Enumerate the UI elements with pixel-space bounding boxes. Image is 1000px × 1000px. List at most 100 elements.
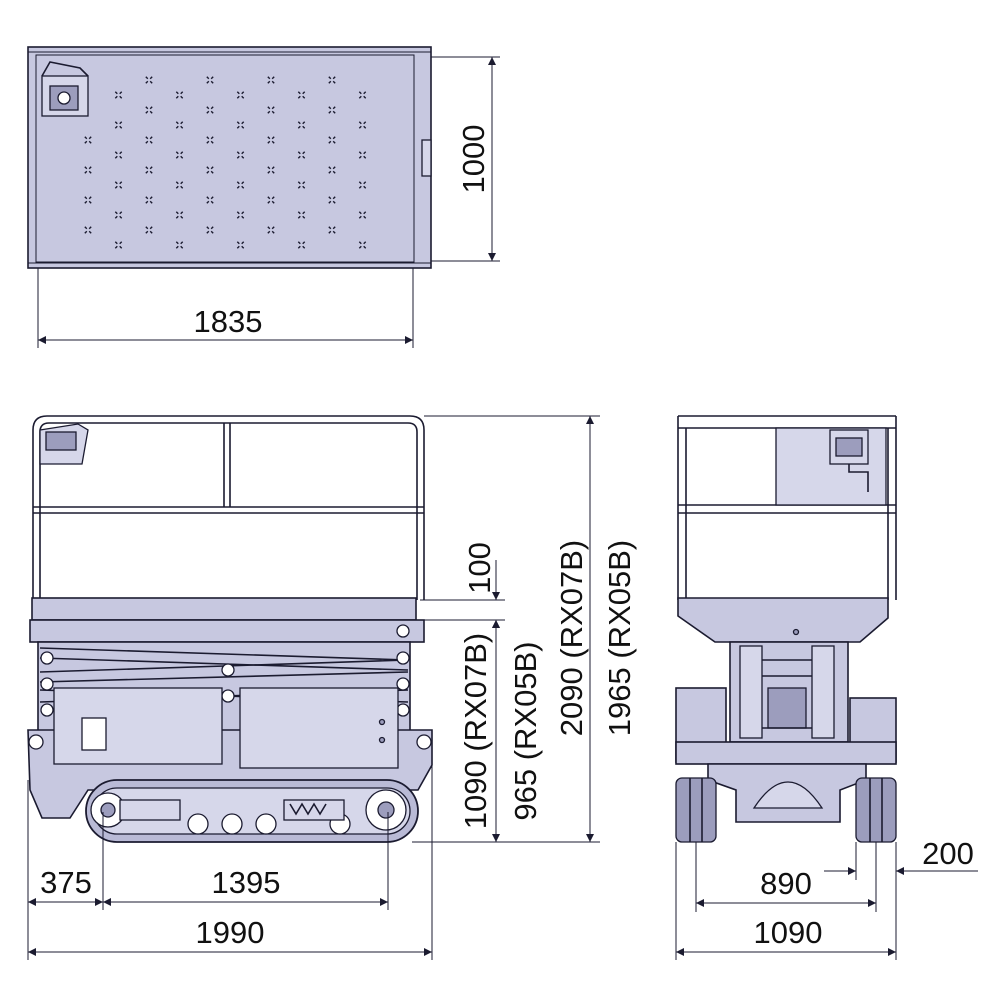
dim-platform-height: 1090 (RX07B) 965 (RX05B)	[412, 620, 543, 843]
end-view	[675, 415, 897, 843]
end-track-left	[675, 777, 717, 843]
dim-label-1835: 1835	[194, 304, 263, 339]
side-guardrail	[32, 415, 425, 600]
perforation-mark	[175, 241, 184, 249]
perforation-mark	[145, 76, 153, 84]
perforation-mark	[206, 106, 214, 114]
side-view	[27, 415, 433, 843]
perforation-mark	[175, 121, 184, 129]
perforation-mark	[328, 166, 336, 174]
top-view	[27, 46, 432, 269]
dim-label-100: 100	[462, 542, 497, 594]
perforation-mark	[145, 226, 153, 234]
crawler-track	[85, 779, 419, 843]
chassis	[27, 687, 433, 819]
perforation-mark	[175, 151, 184, 159]
end-chassis	[675, 687, 897, 823]
perforation-mark	[328, 76, 336, 84]
perforation-mark	[236, 241, 245, 249]
dim-label-890: 890	[760, 866, 812, 901]
perforation-mark	[84, 226, 92, 234]
perforation-mark	[114, 91, 123, 99]
end-track-right	[855, 777, 897, 843]
perforation-mark	[267, 76, 275, 84]
pin-icon	[396, 624, 410, 638]
perforation-mark	[114, 211, 123, 219]
dim-label-200: 200	[922, 836, 974, 871]
perforation-mark	[358, 211, 367, 219]
dim-overall-height: 2090 (RX07B) 1965 (RX05B)	[424, 415, 637, 843]
dim-label-1000: 1000	[456, 125, 491, 194]
perforation-mark	[297, 151, 306, 159]
perforation-mark	[175, 91, 184, 99]
perforation-mark	[358, 91, 367, 99]
perforation-mark	[206, 136, 214, 144]
perforation-mark	[206, 226, 214, 234]
control-box-top	[41, 61, 89, 117]
dim-label-375: 375	[40, 865, 92, 900]
dim-guardrail-100: 100	[420, 542, 505, 660]
perforation-mark	[236, 211, 245, 219]
dim-label-965-rx05b: 965 (RX05B)	[508, 641, 543, 820]
dim-overall-width-1090: 1090	[675, 842, 897, 960]
perforation-mark	[114, 241, 123, 249]
perforation-mark	[145, 106, 153, 114]
perforation-mark	[297, 181, 306, 189]
perforation-mark	[297, 121, 306, 129]
end-guardrail	[677, 415, 897, 600]
perforation-mark	[175, 211, 184, 219]
perforation-mark	[84, 196, 92, 204]
perforation-mark	[236, 181, 245, 189]
perforation-mark	[236, 91, 245, 99]
dim-depth-1000: 1000	[431, 56, 500, 262]
perforation-mark	[206, 76, 214, 84]
perforation-mark	[84, 166, 92, 174]
perforation-mark	[114, 181, 123, 189]
side-deck	[31, 597, 417, 621]
dim-width-1835: 1835	[37, 268, 414, 348]
perforation-mark	[145, 196, 153, 204]
perforation-mark	[114, 121, 123, 129]
perforation-mark	[84, 136, 92, 144]
perforation-mark	[328, 106, 336, 114]
perforation-mark	[236, 151, 245, 159]
perforation-mark	[358, 241, 367, 249]
perforation-mark	[328, 196, 336, 204]
perforation-mark	[206, 196, 214, 204]
deck-perforations	[84, 76, 367, 249]
right-tray	[239, 687, 399, 769]
left-tray	[53, 687, 223, 765]
dim-label-1395: 1395	[212, 865, 281, 900]
perforation-mark	[236, 121, 245, 129]
dim-overall-length: 1990	[28, 915, 432, 956]
perforation-mark	[267, 136, 275, 144]
side-platform-base	[29, 619, 425, 643]
dim-overhang-and-track: 375 1395	[27, 765, 433, 960]
perforation-mark	[358, 121, 367, 129]
dim-wheel-width-200: 200	[824, 836, 978, 880]
perforation-mark	[175, 181, 184, 189]
dim-label-1090: 1090	[754, 915, 823, 950]
perforation-mark	[297, 211, 306, 219]
perforation-mark	[358, 181, 367, 189]
perforation-mark	[328, 136, 336, 144]
dim-label-1990: 1990	[196, 915, 265, 950]
perforation-mark	[267, 106, 275, 114]
perforation-mark	[358, 151, 367, 159]
perforation-mark	[145, 166, 153, 174]
dim-track-gauge-890: 890	[695, 842, 877, 912]
perforation-mark	[297, 241, 306, 249]
end-platform-floor	[677, 597, 889, 643]
perforation-mark	[267, 196, 275, 204]
perforation-mark	[267, 226, 275, 234]
perforation-mark	[206, 166, 214, 174]
perforation-mark	[267, 166, 275, 174]
dim-label-2090-rx07b: 2090 (RX07B)	[554, 540, 589, 736]
end-scissor-stack	[729, 641, 849, 743]
dim-label-1965-rx05b: 1965 (RX05B)	[602, 540, 637, 736]
perforation-mark	[145, 136, 153, 144]
perforation-mark	[297, 91, 306, 99]
perforation-mark	[114, 151, 123, 159]
perforation-mark	[328, 226, 336, 234]
